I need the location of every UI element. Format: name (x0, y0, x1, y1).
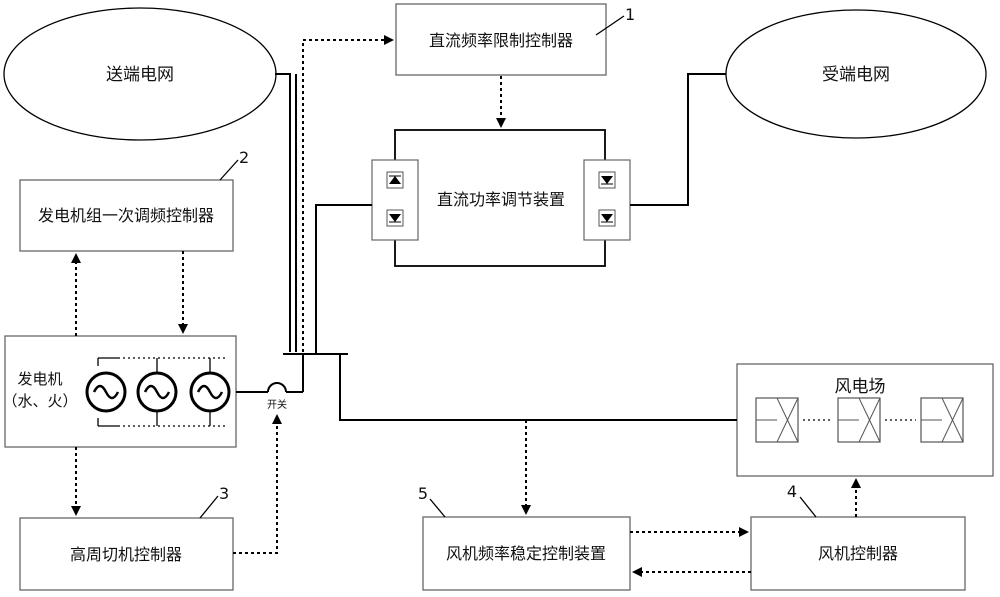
callout-3: 3 (219, 484, 229, 503)
thyristor-icon (598, 171, 616, 189)
wind-turbine-icon (755, 397, 799, 443)
gen-primary-freq-controller-label: 发电机组一次调频控制器 (38, 206, 214, 225)
ac-generator-icon (85, 371, 127, 413)
dc-power-regulating-device: 直流功率调节装置 (371, 129, 631, 267)
callout-line-1 (595, 15, 625, 36)
ac-generator-icon (136, 371, 178, 413)
hf-trip-controller-label: 高周切机控制器 (70, 545, 182, 564)
sending-grid: 送端电网 (3, 7, 277, 141)
callout-5: 5 (418, 484, 428, 503)
wt-controller: 风机控制器 (750, 516, 966, 591)
power-lines (275, 73, 737, 421)
dc-freq-limit-controller: 直流频率限制控制器 (395, 3, 607, 76)
generator-type-label: （水、火） (2, 392, 77, 410)
switch-label: 开关 (267, 398, 287, 411)
receiving-grid: 受端电网 (725, 9, 987, 139)
callout-line-5 (429, 498, 446, 518)
wind-turbine-icon (920, 397, 964, 443)
callout-2: 2 (239, 148, 249, 167)
thyristor-icon (386, 171, 404, 189)
wt-freq-stab-device: 风机频率稳定控制装置 (422, 516, 631, 591)
switch: 开关 (236, 382, 303, 411)
callout-1: 1 (625, 5, 635, 24)
hf-trip-controller: 高周切机控制器 (19, 517, 234, 591)
wt-freq-stab-device-label: 风机频率稳定控制装置 (446, 544, 606, 563)
sending-grid-label: 送端电网 (106, 65, 174, 85)
dc-power-device-label: 直流功率调节装置 (437, 190, 565, 209)
wind-farm-label: 风电场 (835, 377, 886, 397)
callout-line-3 (199, 495, 219, 519)
gen-primary-freq-controller: 发电机组一次调频控制器 (19, 179, 234, 252)
dc-freq-limit-controller-label: 直流频率限制控制器 (429, 31, 573, 50)
thyristor-icon (386, 209, 404, 227)
wt-controller-label: 风机控制器 (818, 544, 898, 563)
callout-line-2 (219, 159, 239, 181)
generator-label: 发电机 (17, 370, 62, 388)
thyristor-icon (598, 209, 616, 227)
receiving-grid-label: 受端电网 (822, 65, 890, 85)
control-lines (71, 35, 861, 577)
wind-turbine-icon (837, 397, 881, 443)
callout-line-4 (799, 496, 817, 518)
ac-generator-icon (189, 371, 231, 413)
callout-4: 4 (787, 482, 797, 501)
